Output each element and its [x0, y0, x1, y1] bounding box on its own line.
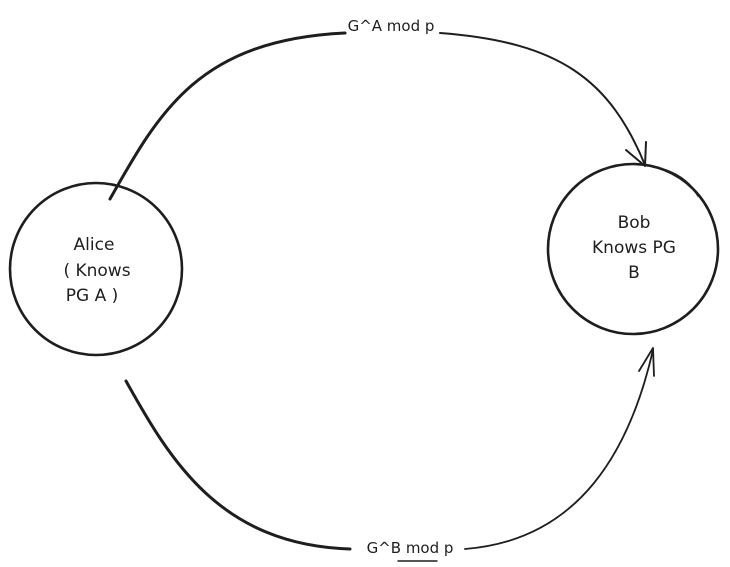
alice-label-line-1: Alice	[74, 235, 115, 255]
edge-top-arrowhead	[625, 141, 647, 167]
bob-label-line-3: B	[628, 263, 640, 283]
bob-label-line-1: Bob	[618, 213, 651, 233]
edge-top-line	[108, 31, 347, 201]
edge-bottom-arrowhead	[638, 347, 655, 377]
bob-node: Bob Knows PG B	[546, 162, 720, 336]
alice-label-line-2: ( Knows	[63, 261, 130, 281]
alice-node: Alice ( Knows PG A )	[8, 181, 184, 357]
edge-bottom-line-right	[464, 349, 654, 550]
bob-label-line-2: Knows PG	[592, 238, 676, 258]
alice-label-line-3: PG A )	[66, 286, 119, 306]
alice-circle	[8, 181, 184, 357]
edge-bottom-line	[124, 379, 352, 551]
edge-bob-to-alice: G^B mod p	[124, 347, 655, 562]
edge-top-label: G^A mod p	[348, 17, 435, 35]
edge-bottom-label: G^B mod p	[367, 539, 454, 557]
bob-circle	[546, 162, 720, 336]
bob-circle-sketch-overlap	[665, 169, 699, 197]
edge-alice-to-bob: G^A mod p	[108, 17, 647, 201]
edge-top-line-right	[439, 32, 646, 166]
